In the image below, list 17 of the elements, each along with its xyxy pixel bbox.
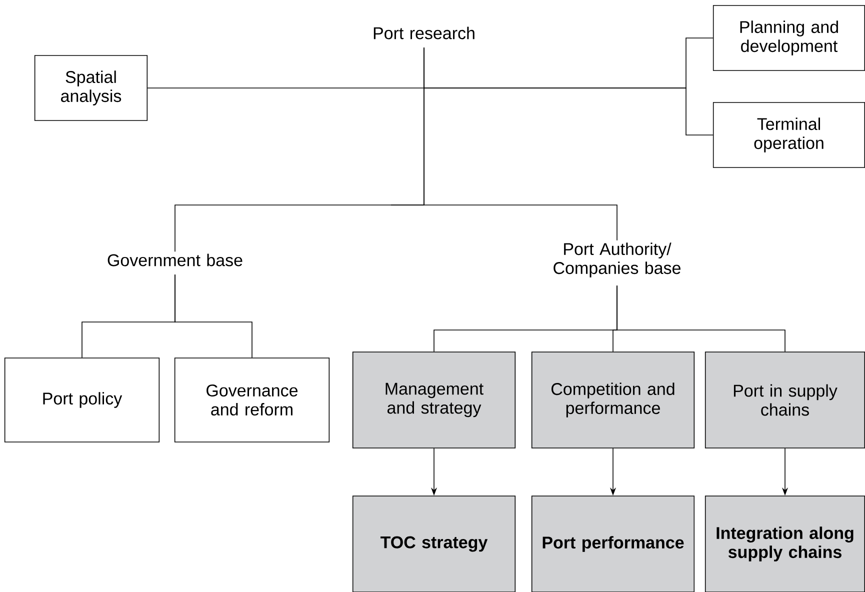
connector-line xyxy=(390,47,618,241)
connector-line xyxy=(174,274,252,358)
topic-box: Competition and performance xyxy=(531,352,695,448)
topic-box: Port policy xyxy=(4,358,160,442)
outcome-box: TOC strategy xyxy=(352,496,516,592)
connector-line xyxy=(616,285,786,352)
topic-box: Spatial analysis xyxy=(34,55,148,121)
topic-box: Planning and development xyxy=(712,5,865,71)
topic-box: Port in supply chains xyxy=(704,352,865,448)
topic-box: Terminal operation xyxy=(712,102,865,168)
outcome-box: Port performance xyxy=(531,496,695,592)
heading-text: Government base xyxy=(108,254,242,266)
outcome-box: Integration along supply chains xyxy=(704,496,865,592)
heading-text: Port Authority/ Companies base xyxy=(554,242,680,278)
topic-box: Governance and reform xyxy=(174,358,330,442)
heading-text: Port research xyxy=(374,26,474,40)
topic-box: Management and strategy xyxy=(352,352,516,448)
